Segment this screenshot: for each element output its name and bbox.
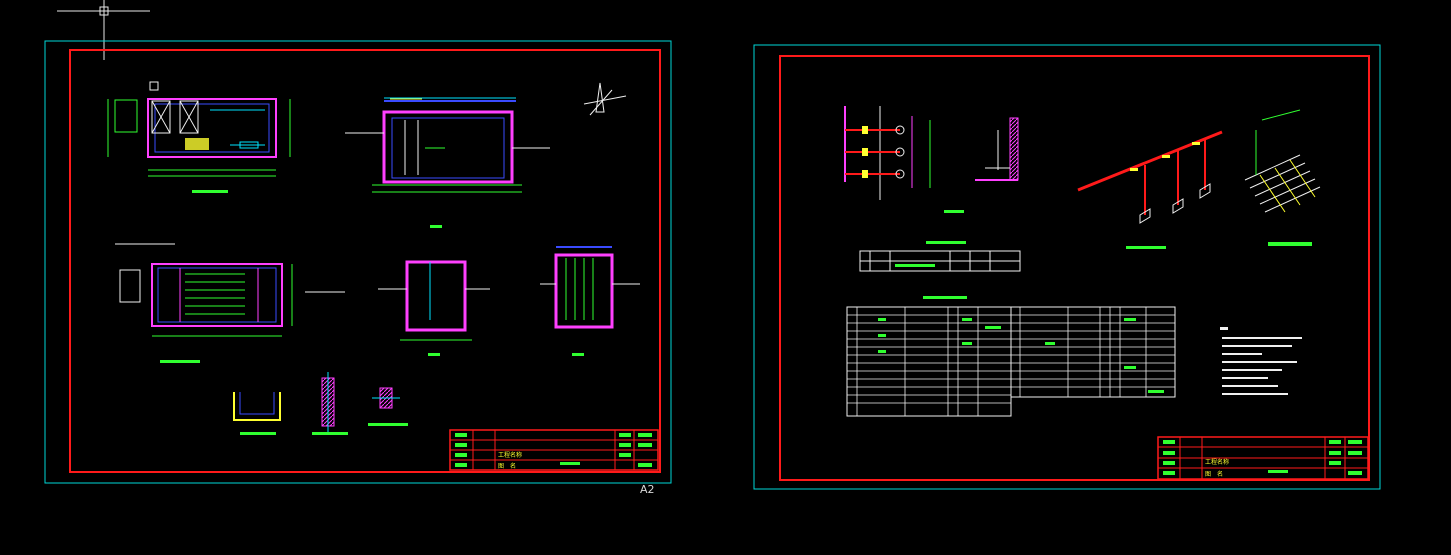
sheet-size-label: A2 [640, 483, 655, 496]
section-1-drawing[interactable] [345, 97, 550, 228]
title-block-right[interactable]: 工程名称 图 名 [1157, 436, 1369, 480]
notes-block [1220, 327, 1302, 395]
title-block-left[interactable]: 工程名称 图 名 [449, 429, 659, 471]
sheet-left[interactable]: 工程名称 图 名 [44, 40, 672, 484]
title-block-left-project-label: 工程名称 [498, 451, 522, 459]
isometric-pipe-drawing[interactable] [1077, 130, 1223, 249]
sheet-right-border [753, 44, 1381, 490]
pipe-rack-drawing[interactable] [844, 106, 964, 213]
sheet-right-frame [779, 55, 1370, 481]
sheet-left-frame [69, 49, 661, 473]
materials-table[interactable] [846, 296, 1176, 417]
section-2-drawing[interactable] [378, 260, 490, 356]
equipment-table-small[interactable] [859, 241, 1021, 272]
plan-view-2-drawing[interactable] [115, 243, 345, 363]
wall-bracket-drawing[interactable] [975, 117, 1019, 181]
title-block-left-name-label: 图 名 [498, 462, 516, 470]
north-arrow-icon [583, 82, 627, 116]
detail-drawings[interactable] [233, 372, 408, 435]
sheet-right[interactable]: 工程名称 图 名 [753, 44, 1381, 490]
section-3-drawing[interactable] [540, 246, 640, 356]
distribution-grid-drawing[interactable] [1244, 109, 1321, 246]
title-block-right-name-label: 图 名 [1205, 470, 1223, 478]
title-block-right-project-label: 工程名称 [1205, 458, 1229, 466]
plan-view-drawing[interactable] [107, 81, 291, 193]
sheet-left-border [44, 40, 672, 484]
